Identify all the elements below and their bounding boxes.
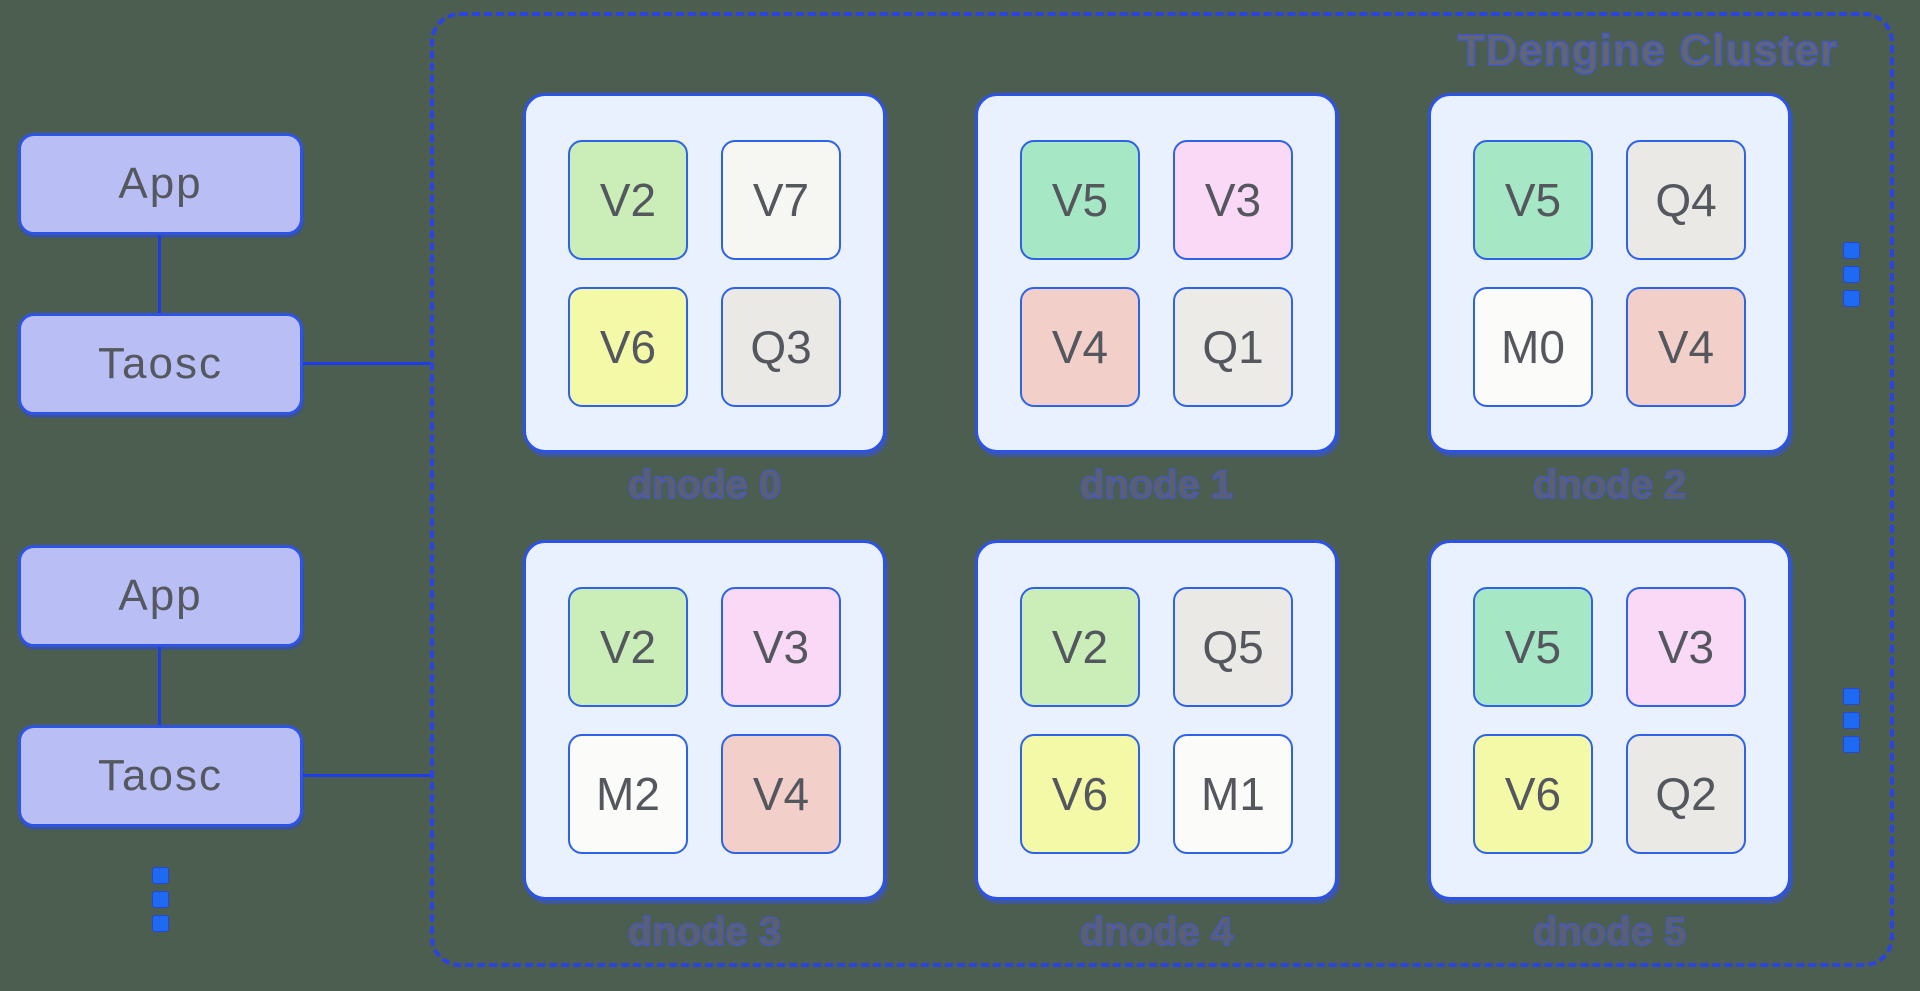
vnode-cell: V3 bbox=[1173, 139, 1293, 260]
qnode-cell: Q5 bbox=[1173, 586, 1293, 707]
cell-label: V3 bbox=[1657, 620, 1715, 673]
connector-app2-taosc2 bbox=[158, 647, 161, 727]
vnode-cell: V7 bbox=[721, 139, 841, 260]
vnode-cell: V6 bbox=[1020, 733, 1140, 854]
dnode-5-group: V5 V3 V6 Q2 dnode 5 bbox=[1428, 540, 1791, 955]
app-box-2: App bbox=[18, 545, 303, 647]
app-label: App bbox=[118, 159, 203, 208]
dnode-2-label: dnode 2 bbox=[1532, 462, 1687, 507]
vnode-cell: V4 bbox=[1020, 286, 1140, 407]
dnode-1-group: V5 V3 V4 Q1 dnode 1 bbox=[975, 93, 1338, 508]
taosc-label: Taosc bbox=[98, 751, 223, 800]
qnode-cell: Q3 bbox=[721, 286, 841, 407]
cell-label: V2 bbox=[1051, 620, 1109, 673]
qnode-cell: Q4 bbox=[1626, 139, 1746, 260]
cell-label: M2 bbox=[596, 767, 660, 820]
more-dnodes-row2-ellipsis-icon bbox=[1843, 688, 1860, 753]
app-label: App bbox=[118, 571, 203, 620]
taosc-box-1: Taosc bbox=[18, 313, 303, 415]
vnode-cell: V3 bbox=[1626, 586, 1746, 707]
ellipsis-dot bbox=[1843, 242, 1860, 259]
dnode-1-label: dnode 1 bbox=[1079, 462, 1234, 507]
vnode-cell: V2 bbox=[568, 586, 688, 707]
dnode-3-box: V2 V3 M2 V4 bbox=[523, 540, 886, 900]
cell-label: V7 bbox=[752, 173, 810, 226]
dnode-0-label: dnode 0 bbox=[627, 462, 782, 507]
taosc-label: Taosc bbox=[98, 339, 223, 388]
mnode-cell: M0 bbox=[1473, 286, 1593, 407]
dnode-2-box: V5 Q4 M0 V4 bbox=[1428, 93, 1791, 453]
dnode-3-label: dnode 3 bbox=[627, 909, 782, 954]
vnode-cell: V5 bbox=[1473, 139, 1593, 260]
cell-label: V4 bbox=[1051, 320, 1109, 373]
cell-label: Q2 bbox=[1655, 767, 1717, 820]
cell-label: V5 bbox=[1504, 620, 1562, 673]
dnode-4-group: V2 Q5 V6 M1 dnode 4 bbox=[975, 540, 1338, 955]
ellipsis-dot bbox=[1843, 736, 1860, 753]
vnode-cell: V3 bbox=[721, 586, 841, 707]
ellipsis-dot bbox=[152, 891, 169, 908]
connector-taosc1-cluster bbox=[303, 362, 431, 365]
cell-label: V2 bbox=[599, 620, 657, 673]
vnode-cell: V5 bbox=[1473, 586, 1593, 707]
cell-label: V5 bbox=[1051, 173, 1109, 226]
cell-label: V3 bbox=[1204, 173, 1262, 226]
dnode-0-group: V2 V7 V6 Q3 dnode 0 bbox=[523, 93, 886, 508]
vnode-cell: V2 bbox=[568, 139, 688, 260]
mnode-cell: M2 bbox=[568, 733, 688, 854]
dnode-4-label: dnode 4 bbox=[1079, 909, 1234, 954]
ellipsis-dot bbox=[152, 867, 169, 884]
cell-label: Q1 bbox=[1202, 320, 1264, 373]
cell-label: Q4 bbox=[1655, 173, 1717, 226]
qnode-cell: Q2 bbox=[1626, 733, 1746, 854]
dnode-5-box: V5 V3 V6 Q2 bbox=[1428, 540, 1791, 900]
ellipsis-dot bbox=[152, 915, 169, 932]
dnode-3-group: V2 V3 M2 V4 dnode 3 bbox=[523, 540, 886, 955]
vnode-cell: V5 bbox=[1020, 139, 1140, 260]
vnode-cell: V4 bbox=[721, 733, 841, 854]
cell-label: Q5 bbox=[1202, 620, 1264, 673]
more-dnodes-row1-ellipsis-icon bbox=[1843, 242, 1860, 307]
cell-label: V5 bbox=[1504, 173, 1562, 226]
dnode-1-box: V5 V3 V4 Q1 bbox=[975, 93, 1338, 453]
cell-label: V6 bbox=[599, 320, 657, 373]
cell-label: V4 bbox=[752, 767, 810, 820]
ellipsis-dot bbox=[1843, 290, 1860, 307]
vnode-cell: V6 bbox=[1473, 733, 1593, 854]
mnode-cell: M1 bbox=[1173, 733, 1293, 854]
cell-label: V2 bbox=[599, 173, 657, 226]
tdengine-cluster-boundary: TDengine Cluster bbox=[430, 12, 1894, 967]
ellipsis-dot bbox=[1843, 266, 1860, 283]
cell-label: M0 bbox=[1501, 320, 1565, 373]
dnode-5-label: dnode 5 bbox=[1532, 909, 1687, 954]
cell-label: M1 bbox=[1201, 767, 1265, 820]
dnode-2-group: V5 Q4 M0 V4 dnode 2 bbox=[1428, 93, 1791, 508]
cluster-title: TDengine Cluster bbox=[1457, 25, 1838, 76]
ellipsis-dot bbox=[1843, 688, 1860, 705]
cell-label: V6 bbox=[1051, 767, 1109, 820]
cell-label: V3 bbox=[752, 620, 810, 673]
cell-label: Q3 bbox=[750, 320, 812, 373]
qnode-cell: Q1 bbox=[1173, 286, 1293, 407]
app-box-1: App bbox=[18, 133, 303, 235]
more-clients-ellipsis-icon bbox=[152, 867, 169, 932]
cell-label: V4 bbox=[1657, 320, 1715, 373]
vnode-cell: V4 bbox=[1626, 286, 1746, 407]
vnode-cell: V2 bbox=[1020, 586, 1140, 707]
ellipsis-dot bbox=[1843, 712, 1860, 729]
dnode-4-box: V2 Q5 V6 M1 bbox=[975, 540, 1338, 900]
vnode-cell: V6 bbox=[568, 286, 688, 407]
connector-taosc2-cluster bbox=[303, 774, 431, 777]
connector-app1-taosc1 bbox=[158, 235, 161, 315]
cell-label: V6 bbox=[1504, 767, 1562, 820]
taosc-box-2: Taosc bbox=[18, 725, 303, 827]
dnode-0-box: V2 V7 V6 Q3 bbox=[523, 93, 886, 453]
